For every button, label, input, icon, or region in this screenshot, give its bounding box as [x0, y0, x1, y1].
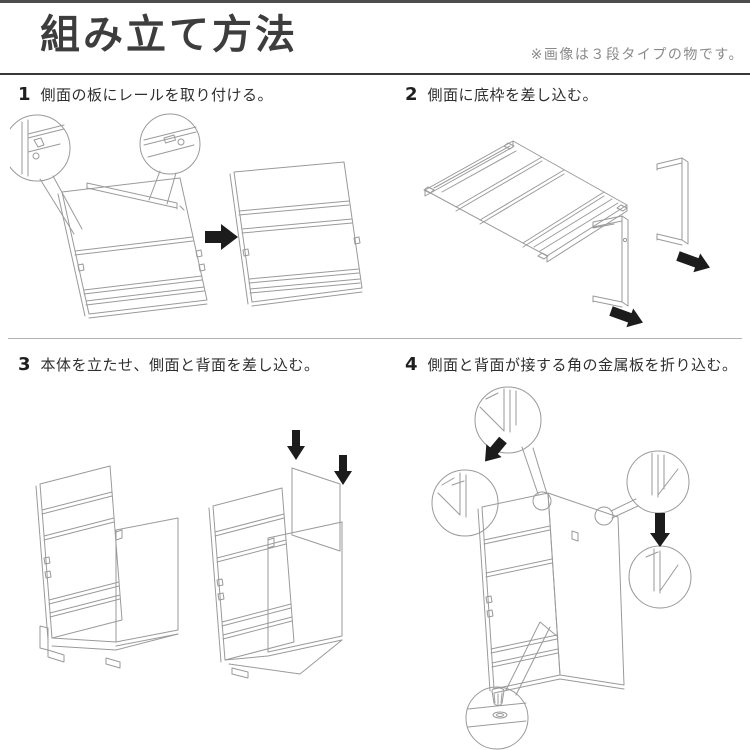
rail-hook-callout-icon	[10, 114, 71, 182]
section-divider	[8, 338, 742, 339]
corner-tab-callout-icon	[628, 545, 692, 609]
step4-text: 側面と背面が接する角の金属板を折り込む。	[427, 356, 738, 374]
corner-tab-callout-icon	[626, 450, 690, 514]
step3-illustration	[35, 430, 352, 679]
step4-illustration	[431, 386, 692, 750]
step1-number: 1	[18, 84, 31, 105]
step4-label: 4 側面と背面が接する角の金属板を折り込む。	[405, 354, 738, 375]
corner-tab-callout-icon	[431, 469, 499, 537]
fastener-callout-icon	[465, 686, 529, 750]
right-arrow-icon	[205, 224, 238, 250]
step3-label: 3 本体を立たせ、側面と背面を差し込む。	[18, 354, 320, 375]
step3-text: 本体を立たせ、側面と背面を差し込む。	[40, 356, 320, 374]
side-bracket-icon	[592, 215, 629, 308]
step2-text: 側面に底枠を差し込む。	[427, 86, 599, 104]
step2-number: 2	[405, 84, 418, 105]
corner-tab-callout-icon	[474, 386, 542, 454]
step2-illustration	[423, 140, 710, 328]
step1-text: 側面の板にレールを取り付ける。	[40, 86, 274, 104]
step4-number: 4	[405, 354, 418, 375]
step3-number: 3	[18, 354, 31, 375]
side-bracket-icon	[656, 157, 689, 246]
header-divider	[0, 73, 750, 75]
up-left-arrow-icon	[676, 251, 710, 273]
type-note: ※画像は３段タイプの物です。	[530, 47, 744, 63]
down-arrow-icon	[650, 513, 670, 547]
up-left-arrow-icon	[609, 306, 643, 328]
step1-label: 1 側面の板にレールを取り付ける。	[18, 84, 273, 105]
rail-slot-callout-icon	[139, 113, 201, 175]
page-title: 組み立て方法	[40, 12, 298, 58]
step2-label: 2 側面に底枠を差し込む。	[405, 84, 598, 105]
top-border-bar	[0, 0, 750, 3]
step1-illustration	[10, 113, 363, 319]
down-arrow-icon	[334, 455, 352, 485]
down-arrow-icon	[287, 430, 305, 460]
down-left-arrow-icon	[485, 436, 507, 462]
